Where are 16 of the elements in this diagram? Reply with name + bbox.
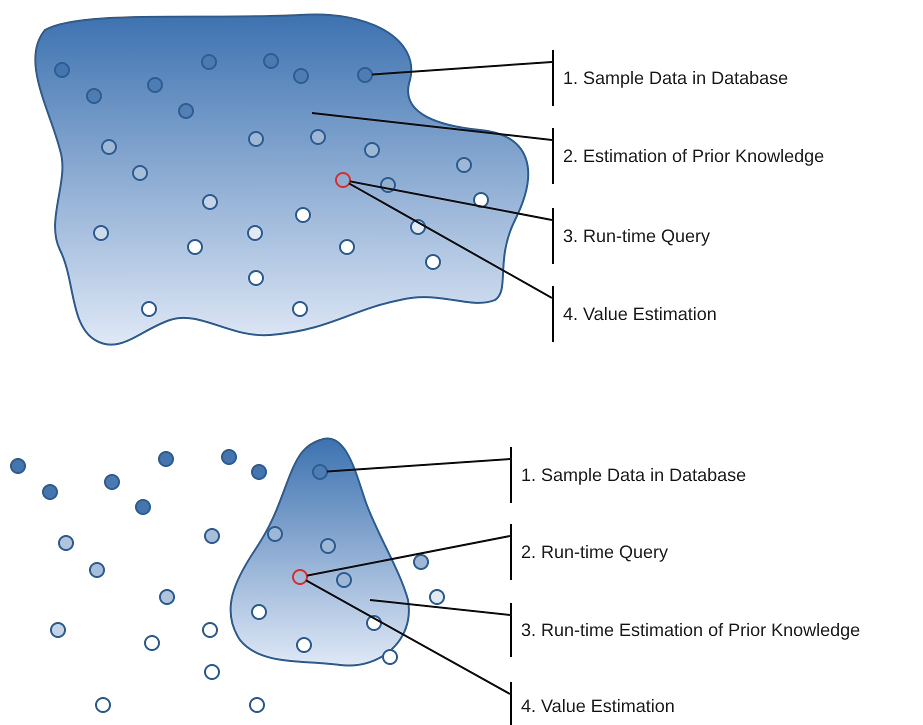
callout-label: 1. Sample Data in Database (510, 447, 746, 503)
callout-label: 2. Estimation of Prior Knowledge (552, 128, 824, 184)
leader-line (306, 535, 510, 577)
callout-label: 4. Value Estimation (552, 286, 717, 342)
leader-line (372, 61, 552, 76)
leader-line (326, 458, 510, 473)
callout-label: 1. Sample Data in Database (552, 50, 788, 106)
callout-label: 3. Run-time Query (552, 208, 710, 264)
callout-label: 2. Run-time Query (510, 524, 668, 580)
callout-label: 4. Value Estimation (510, 682, 675, 725)
leader-line (306, 580, 510, 695)
leader-line (350, 180, 552, 221)
leader-line (348, 182, 552, 299)
leader-line (370, 599, 510, 616)
callout-label: 3. Run-time Estimation of Prior Knowledge (510, 603, 860, 657)
leader-line (312, 112, 552, 141)
